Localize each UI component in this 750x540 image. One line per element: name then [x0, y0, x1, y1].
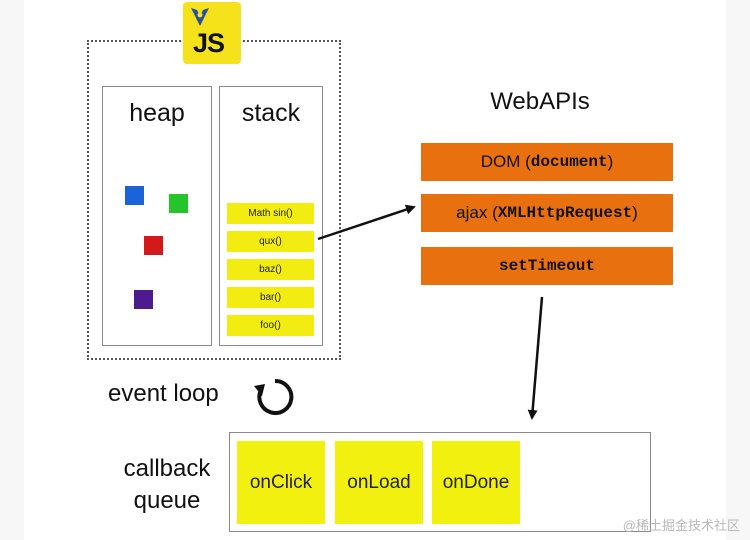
stack-title: stack [241, 99, 301, 127]
stack-frame: Math sin() [227, 203, 314, 224]
webapi-settimeout: setTimeout [421, 247, 673, 285]
webapi-dom-code: document [530, 153, 608, 171]
heap-title: heap [129, 99, 185, 127]
event-loop-label: event loop [108, 380, 219, 407]
stack-frame: qux() [227, 231, 314, 252]
stack-frame: foo() [227, 315, 314, 336]
stack-to-webapi-arrow [317, 204, 416, 241]
webapis-title: WebAPIs [490, 88, 590, 115]
heap-object-red [144, 236, 163, 255]
callback-queue-label: callback queue [112, 453, 222, 517]
js-logo-text: JS [193, 28, 225, 58]
callback-item: onDone [432, 441, 520, 524]
callback-queue-label-line1: callback [123, 455, 211, 482]
webapi-ajax-suffix: ) [632, 203, 638, 222]
webapi-dom: DOM (document) [421, 143, 673, 181]
heap-object-blue [125, 186, 144, 205]
heap-object-purple [134, 290, 153, 309]
webapi-to-queue-arrow [527, 296, 544, 420]
webapi-ajax-prefix: ajax ( [456, 203, 498, 222]
js-logo: JS [183, 2, 241, 64]
callback-item: onLoad [335, 441, 423, 524]
left-margin-strip [0, 0, 24, 540]
heap-object-green [169, 194, 188, 213]
webapi-settimeout-code: setTimeout [498, 257, 595, 275]
stack-frame: baz() [227, 259, 314, 280]
callback-item: onClick [237, 441, 325, 524]
right-margin-strip [726, 0, 750, 540]
webapi-dom-suffix: ) [607, 152, 614, 171]
js-mascot-icon [191, 8, 209, 26]
webapi-ajax: ajax (XMLHttpRequest) [421, 194, 673, 232]
stack-frame: bar() [227, 287, 314, 308]
webapi-ajax-code: XMLHttpRequest [497, 204, 633, 222]
watermark: @稀土掘金技术社区 [622, 518, 740, 533]
event-loop-cycle-icon [254, 378, 294, 415]
heap-panel: heap [102, 86, 212, 346]
callback-queue-label-line2: queue [133, 487, 201, 514]
webapi-dom-prefix: DOM ( [480, 152, 531, 171]
